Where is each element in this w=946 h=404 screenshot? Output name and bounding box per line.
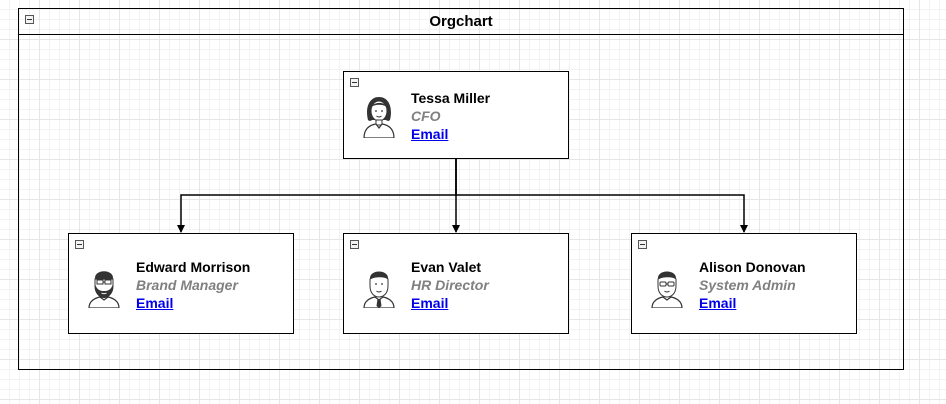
email-link[interactable]: Email [411,126,449,142]
node-tessa-miller[interactable]: Tessa Miller CFO Email [343,71,569,159]
email-link[interactable]: Email [136,295,174,311]
node-name: Evan Valet [411,259,482,275]
node-name: Alison Donovan [699,259,806,275]
node-alison-donovan[interactable]: Alison Donovan System Admin Email [631,233,857,334]
female-person-icon [363,97,395,138]
orgchart-container[interactable]: Orgchart [18,8,904,370]
node-name: Tessa Miller [411,90,491,106]
bearded-man-icon [88,271,120,308]
node-name: Edward Morrison [136,259,251,275]
collapse-icon[interactable] [638,240,647,249]
edge-tessa-alison[interactable] [455,158,748,233]
node-title: System Admin [699,277,796,293]
email-link[interactable]: Email [411,295,449,311]
node-title: Brand Manager [136,277,238,293]
node-edward-morrison[interactable]: Edward Morrison Brand Manager Email [68,233,294,334]
collapse-icon[interactable] [25,15,34,24]
man-with-glasses-icon [651,271,683,308]
collapse-icon[interactable] [350,240,359,249]
collapse-icon[interactable] [350,78,359,87]
email-link[interactable]: Email [699,295,737,311]
node-evan-valet[interactable]: Evan Valet HR Director Email [343,233,569,334]
container-header[interactable]: Orgchart [19,9,903,35]
node-title: CFO [411,108,441,124]
collapse-icon[interactable] [75,240,84,249]
container-title: Orgchart [429,13,493,30]
node-title: HR Director [411,277,489,293]
man-with-tie-icon [363,271,395,308]
